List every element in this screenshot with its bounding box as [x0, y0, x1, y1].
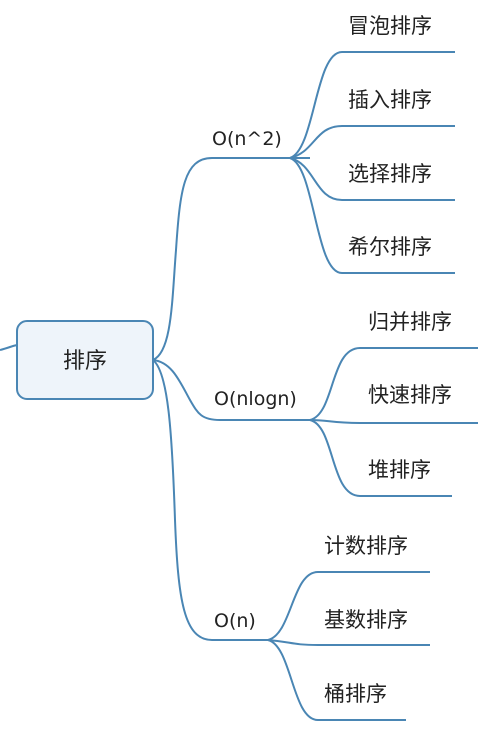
connector-group-2-child-3: [309, 419, 452, 497]
group-3-leaf-2[interactable]: 基数排序: [324, 608, 408, 632]
connector-group-1-child-3: [289, 157, 455, 201]
group-2-leaf-3[interactable]: 堆排序: [368, 458, 431, 482]
connector-group-1-child-1: [289, 51, 455, 159]
connector-group-3-child-2: [267, 639, 430, 646]
connector-group-1-child-4: [289, 157, 455, 274]
root-node[interactable]: 排序: [16, 320, 154, 400]
connector-group-1-child-2: [289, 125, 455, 159]
group-1-leaf-2[interactable]: 插入排序: [348, 88, 432, 112]
connector-root-to-group-1: [152, 157, 310, 361]
connector-group-3-child-3: [267, 639, 406, 721]
connector-group-2-child-1: [309, 347, 478, 421]
group-1-label[interactable]: O(n^2): [212, 128, 282, 150]
group-2-label[interactable]: O(nlogn): [214, 388, 297, 410]
group-3-label[interactable]: O(n): [214, 610, 256, 632]
root-incoming-connector: [0, 344, 18, 351]
connector-group-3-child-1: [267, 571, 430, 641]
connector-root-to-group-2: [152, 359, 310, 421]
group-3-leaf-1[interactable]: 计数排序: [324, 534, 408, 558]
connector-group-2-child-2: [309, 419, 478, 424]
group-3-leaf-3[interactable]: 桶排序: [324, 682, 387, 706]
group-1-leaf-3[interactable]: 选择排序: [348, 162, 432, 186]
connector-root-to-group-3: [152, 359, 268, 641]
group-2-leaf-1[interactable]: 归并排序: [368, 310, 452, 334]
group-2-leaf-2[interactable]: 快速排序: [368, 383, 452, 407]
group-1-leaf-4[interactable]: 希尔排序: [348, 235, 432, 259]
group-1-leaf-1[interactable]: 冒泡排序: [348, 14, 432, 38]
root-node-label: 排序: [63, 349, 107, 374]
